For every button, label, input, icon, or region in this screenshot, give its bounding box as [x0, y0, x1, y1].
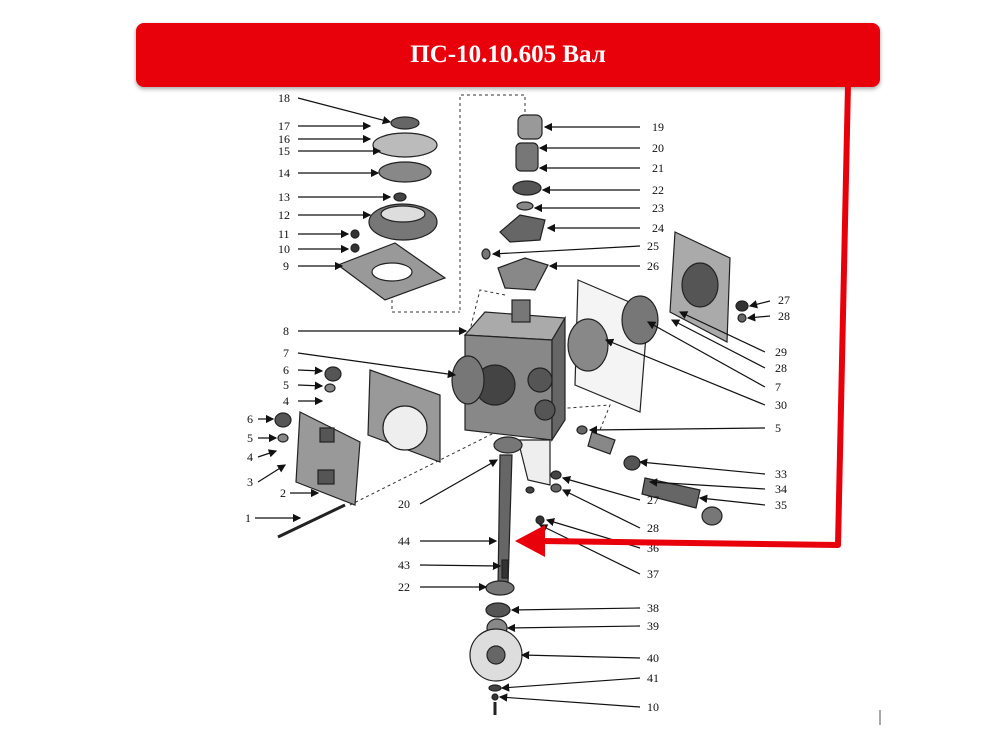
right-callout-numbers: 19 20 21 22 23 24 25 26 27 28 29 28 7 30…: [647, 120, 790, 714]
callout-15: 15: [278, 144, 290, 158]
callout-27b: 27: [647, 493, 659, 507]
callout-10b: 10: [647, 700, 659, 714]
callout-29: 29: [775, 345, 787, 359]
callout-16: 16: [278, 132, 290, 146]
callout-5b: 5: [247, 431, 253, 445]
callout-28: 28: [778, 309, 790, 323]
callout-39: 39: [647, 619, 659, 633]
callout-10: 10: [278, 242, 290, 256]
cover-assembly-top: [336, 116, 447, 301]
left-leaders: [255, 97, 502, 592]
front-covers: [274, 355, 485, 539]
callout-41: 41: [647, 671, 659, 685]
callout-5c: 5: [775, 421, 781, 435]
callout-4b: 4: [247, 450, 253, 464]
callout-28b: 28: [775, 361, 787, 375]
callout-24: 24: [652, 221, 664, 235]
callout-1: 1: [245, 511, 251, 525]
callout-12: 12: [278, 208, 290, 222]
callout-3: 3: [247, 475, 253, 489]
callout-6b: 6: [247, 412, 253, 426]
callout-30: 30: [775, 398, 787, 412]
callout-18: 18: [278, 91, 290, 105]
title-banner: ПС-10.10.605 Вал: [136, 23, 880, 87]
callout-33: 33: [775, 467, 787, 481]
callout-2: 2: [280, 486, 286, 500]
callout-25: 25: [647, 239, 659, 253]
callout-7: 7: [283, 346, 289, 360]
shaft-assembly: [469, 436, 545, 715]
callout-14: 14: [278, 166, 290, 180]
callout-43: 43: [398, 558, 410, 572]
page-title: ПС-10.10.605 Вал: [410, 41, 606, 68]
callout-5: 5: [283, 378, 289, 392]
callout-22b: 22: [398, 580, 410, 594]
callout-26: 26: [647, 259, 659, 273]
callout-9: 9: [283, 259, 289, 273]
callout-35: 35: [775, 498, 787, 512]
callout-21: 21: [652, 161, 664, 175]
callout-34: 34: [775, 482, 787, 496]
callout-19: 19: [652, 120, 664, 134]
callout-27: 27: [778, 293, 790, 307]
spring-assembly: [481, 114, 549, 291]
highlight-pointer-arrow: [515, 84, 851, 557]
pipe-fittings: [517, 425, 723, 526]
callout-23: 23: [652, 201, 664, 215]
callout-40: 40: [647, 651, 659, 665]
callout-44: 44: [398, 534, 410, 548]
callout-37: 37: [647, 567, 659, 581]
callout-20b: 20: [398, 497, 410, 511]
callout-17: 17: [278, 119, 290, 133]
callout-22: 22: [652, 183, 664, 197]
assembly-guides: [349, 94, 611, 506]
callout-6: 6: [283, 363, 289, 377]
left-callout-numbers: 18 17 16 15 14 13 12 11 10 9 8 7 6 5 4 6…: [245, 91, 410, 594]
callout-13: 13: [278, 190, 290, 204]
callout-7b: 7: [775, 380, 781, 394]
callout-8: 8: [283, 324, 289, 338]
callout-20: 20: [652, 141, 664, 155]
callout-4: 4: [283, 394, 289, 408]
callout-38: 38: [647, 601, 659, 615]
callout-11: 11: [278, 227, 290, 241]
callout-28c: 28: [647, 521, 659, 535]
